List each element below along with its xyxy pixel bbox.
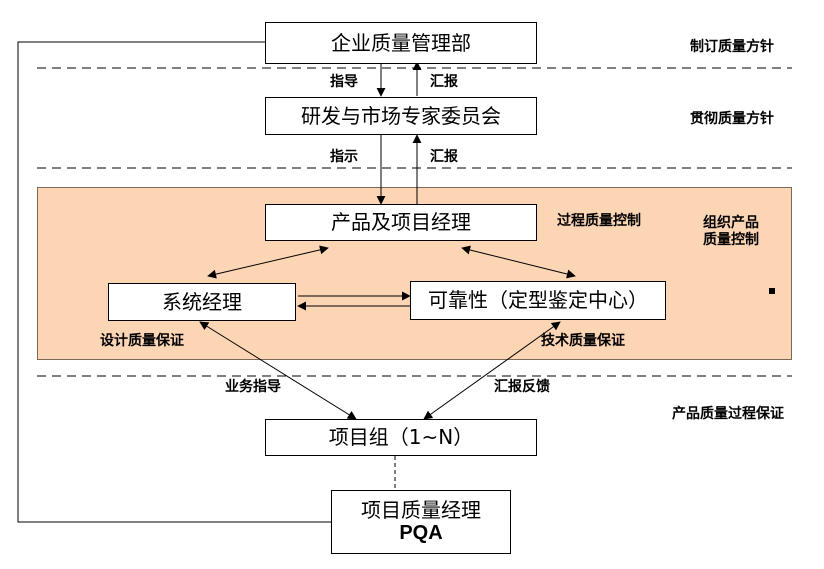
arrow-label-report-feedback: 汇报反馈 xyxy=(494,379,550,395)
pqa-box: 项目质量经理 PQA xyxy=(331,490,511,554)
arrow-label-instruct: 指示 xyxy=(330,149,358,165)
pqa-abbr: PQA xyxy=(399,522,443,544)
side-label-org-product-qc-line2: 质量控制 xyxy=(703,231,759,248)
bullet-dot xyxy=(769,288,775,294)
side-label-policy-make: 制订质量方针 xyxy=(690,39,774,55)
pqa-corp-link-line xyxy=(17,41,331,523)
arrow-label-report-1: 汇报 xyxy=(430,74,458,90)
label-design-qa: 设计质量保证 xyxy=(100,333,184,349)
label-tech-qa: 技术质量保证 xyxy=(541,333,625,349)
corp-quality-dept-box: 企业质量管理部 xyxy=(265,22,537,64)
system-manager-box: 系统经理 xyxy=(108,283,296,321)
arrow-label-report-2: 汇报 xyxy=(430,149,458,165)
arrow-pm-system xyxy=(207,245,329,279)
side-label-org-product-qc: 组织产品 质量控制 xyxy=(703,215,759,249)
product-project-manager-box: 产品及项目经理 xyxy=(265,204,537,241)
pqa-title: 项目质量经理 xyxy=(361,498,481,522)
side-label-product-process-qa: 产品质量过程保证 xyxy=(672,406,784,422)
label-process-qc: 过程质量控制 xyxy=(557,213,641,229)
arrow-business-guide xyxy=(199,321,357,420)
arrow-report-feedback xyxy=(423,321,561,420)
arrow-label-business-guide: 业务指导 xyxy=(225,379,281,395)
arrow-label-guide: 指导 xyxy=(330,74,358,90)
project-group-box: 项目组（1~N） xyxy=(265,419,537,456)
committee-box: 研发与市场专家委员会 xyxy=(265,97,537,135)
side-label-policy-exec: 贯彻质量方针 xyxy=(690,111,774,127)
arrow-pm-reliability xyxy=(461,245,576,279)
reliability-center-box: 可靠性（定型鉴定中心） xyxy=(410,281,666,320)
side-label-org-product-qc-line1: 组织产品 xyxy=(703,215,759,231)
